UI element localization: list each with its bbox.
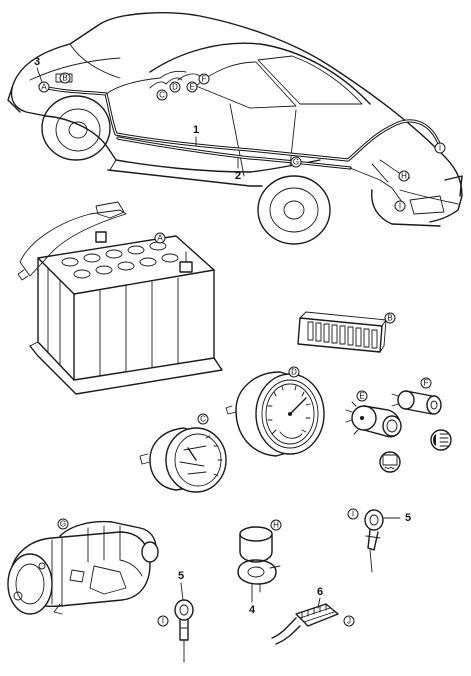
callout-tach-d: D <box>291 368 297 377</box>
rear-defrost-symbol-icon <box>379 451 401 473</box>
car-callouts: 1 2 3 A B C D E F G H I I <box>34 56 446 212</box>
callout-gauge-c: C <box>200 415 206 424</box>
callout-sensor-left-i: I <box>162 617 164 626</box>
callout-fuse-b: B <box>387 314 392 323</box>
sensor-left-illustration <box>174 599 194 663</box>
callout-3: 3 <box>34 56 40 68</box>
callout-car-c: C <box>159 91 165 100</box>
callout-car-d: D <box>172 83 178 92</box>
callout-switch-f: F <box>424 379 429 388</box>
battery-cell-caps <box>61 241 179 279</box>
switch-f-illustration <box>391 390 442 415</box>
starter-motor-illustration <box>7 520 159 615</box>
car-left-wheel <box>41 95 111 161</box>
callout-battery-a: A <box>157 234 163 243</box>
callout-relay-h: H <box>273 521 279 530</box>
switch-e-illustration <box>345 401 402 438</box>
callout-starter-g: G <box>60 520 66 529</box>
car-right-wheel <box>257 175 331 245</box>
relay-illustration <box>237 526 281 593</box>
callout-car-e: E <box>189 83 194 92</box>
callout-car-a: A <box>41 83 47 92</box>
car-illustration <box>7 12 463 245</box>
callout-switch-e: E <box>359 392 364 401</box>
small-gauge-illustration <box>139 427 227 493</box>
callout-car-b: B <box>62 74 67 83</box>
callout-car-g: G <box>293 158 299 167</box>
callout-car-h: H <box>401 172 407 181</box>
fuse-block-illustration <box>297 311 387 353</box>
callout-2: 2 <box>235 170 241 182</box>
callout-1: 1 <box>193 124 199 136</box>
callout-sensor-left-5: 5 <box>178 570 184 582</box>
callout-relay-4: 4 <box>249 604 256 616</box>
tachometer-illustration <box>225 371 325 457</box>
car-wiring-harness <box>38 70 442 203</box>
connector-illustration <box>271 603 339 645</box>
callout-car-i-top: I <box>439 144 441 153</box>
sensor-right-illustration <box>364 509 384 573</box>
fuse-row <box>307 321 378 349</box>
callout-sensor-right-5: 5 <box>405 512 411 524</box>
callout-connector-j: J <box>347 617 351 626</box>
callout-car-f: F <box>202 75 207 84</box>
battery-illustration <box>17 201 223 395</box>
callout-connector-6: 6 <box>317 586 323 598</box>
fog-lamp-symbol-icon <box>430 429 452 451</box>
callout-car-i-low: I <box>399 202 401 211</box>
callout-sensor-right-i: I <box>352 510 354 519</box>
